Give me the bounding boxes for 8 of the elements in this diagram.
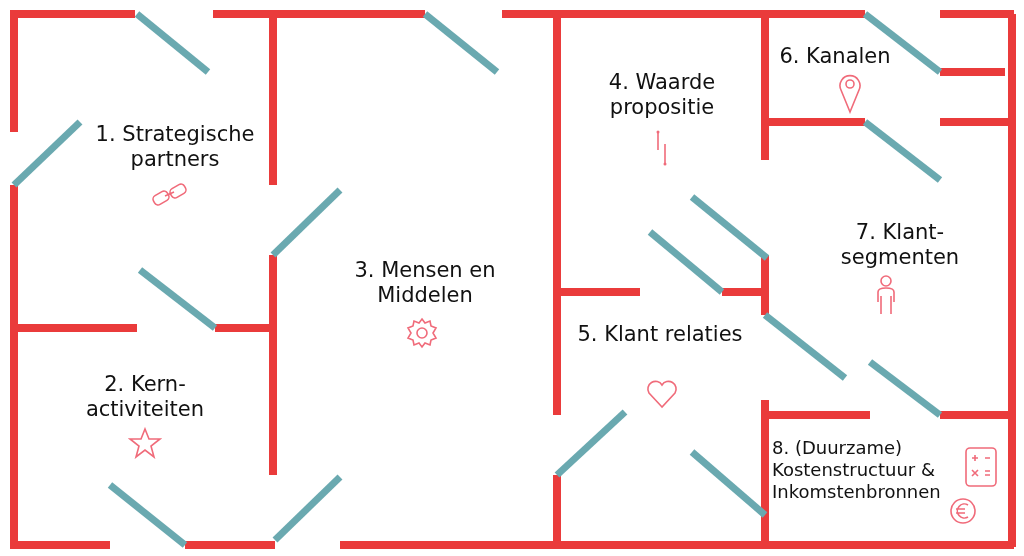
room-label: 1. Strategische partners xyxy=(94,122,256,172)
room-label: 4. Waarde propositie xyxy=(607,70,717,120)
room-label: 5. Klant relaties xyxy=(576,322,744,347)
room-label: 8. (Duurzame) Kostenstructuur & Inkomstenbronnen xyxy=(772,437,942,503)
room-label: 7. Klant- segmenten xyxy=(839,220,961,270)
room-label: 2. Kern- activiteiten xyxy=(84,372,206,422)
room-label: 3. Mensen en Middelen xyxy=(353,258,497,308)
room-label: 6. Kanalen xyxy=(778,44,892,69)
